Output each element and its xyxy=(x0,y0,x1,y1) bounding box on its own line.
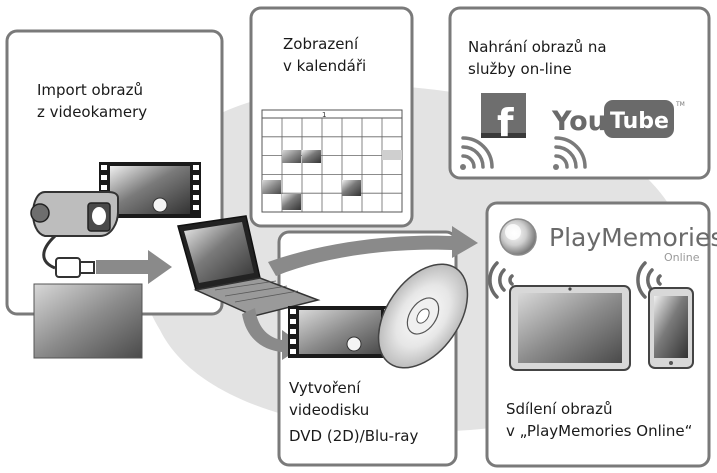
usb-plug-icon xyxy=(55,257,95,278)
tablet-icon xyxy=(509,285,631,371)
calendar-title: Zobrazení v kalendáři xyxy=(283,33,366,77)
arrow-laptop-to-share xyxy=(268,226,478,276)
calendar-thumb xyxy=(342,180,361,196)
calendar-title-line-2: v kalendáři xyxy=(283,57,367,75)
calendar-title-line-1: Zobrazení xyxy=(283,35,359,53)
wifi-icon xyxy=(553,136,587,170)
online-title: Nahrání obrazů na služby on-line xyxy=(468,36,607,80)
share-title-line-1: Sdílení obrazů xyxy=(506,400,613,418)
calendar-thumb xyxy=(382,150,402,160)
import-title-line-1: Import obrazů xyxy=(37,81,143,99)
disc-icon xyxy=(377,263,469,369)
disc-title: Vytvoření videodisku DVD (2D)/Blu-ray xyxy=(289,377,418,447)
film-strip-icon xyxy=(288,306,392,358)
disc-title-line-1: Vytvoření xyxy=(289,379,361,397)
share-title-line-2: v „PlayMemories Online“ xyxy=(506,422,693,440)
playmemories-logo: PlayMemories Online xyxy=(499,218,717,264)
laptop-icon xyxy=(177,215,321,317)
facebook-logo: f xyxy=(481,93,526,145)
calendar-header-label: 1 xyxy=(322,111,326,119)
film-strip-icon xyxy=(99,162,201,218)
calendar-thumb xyxy=(302,150,321,163)
youtube-you-text: You xyxy=(551,106,607,137)
calendar-grid: 1 xyxy=(261,109,403,213)
youtube-tm-text: TM xyxy=(675,101,685,108)
camcorder-icon xyxy=(30,191,119,237)
calendar-thumb xyxy=(282,150,301,163)
disc-title-line-2: videodisku xyxy=(289,401,370,419)
playmemories-name: PlayMemories xyxy=(549,223,717,252)
share-title: Sdílení obrazů v „PlayMemories Online“ xyxy=(506,398,692,442)
smartphone-icon xyxy=(648,287,694,369)
wifi-icon xyxy=(460,136,494,170)
usb-cable xyxy=(42,234,57,270)
import-photo xyxy=(33,283,143,359)
calendar-thumb xyxy=(262,180,281,194)
youtube-tube-text: Tube xyxy=(610,109,669,134)
playmemories-sub: Online xyxy=(664,251,700,264)
import-title-line-2: z videokamery xyxy=(37,103,148,121)
online-title-line-1: Nahrání obrazů na xyxy=(468,38,607,56)
wifi-icon xyxy=(488,261,514,299)
disc-title-line-3: DVD (2D)/Blu-ray xyxy=(289,427,419,445)
import-title: Import obrazů z videokamery xyxy=(37,79,147,123)
calendar-thumb xyxy=(282,194,301,210)
facebook-logo-letter: f xyxy=(497,101,514,145)
arrow-import-to-laptop xyxy=(96,250,172,284)
youtube-logo: You Tube TM xyxy=(551,100,685,138)
online-title-line-2: služby on-line xyxy=(468,60,572,78)
